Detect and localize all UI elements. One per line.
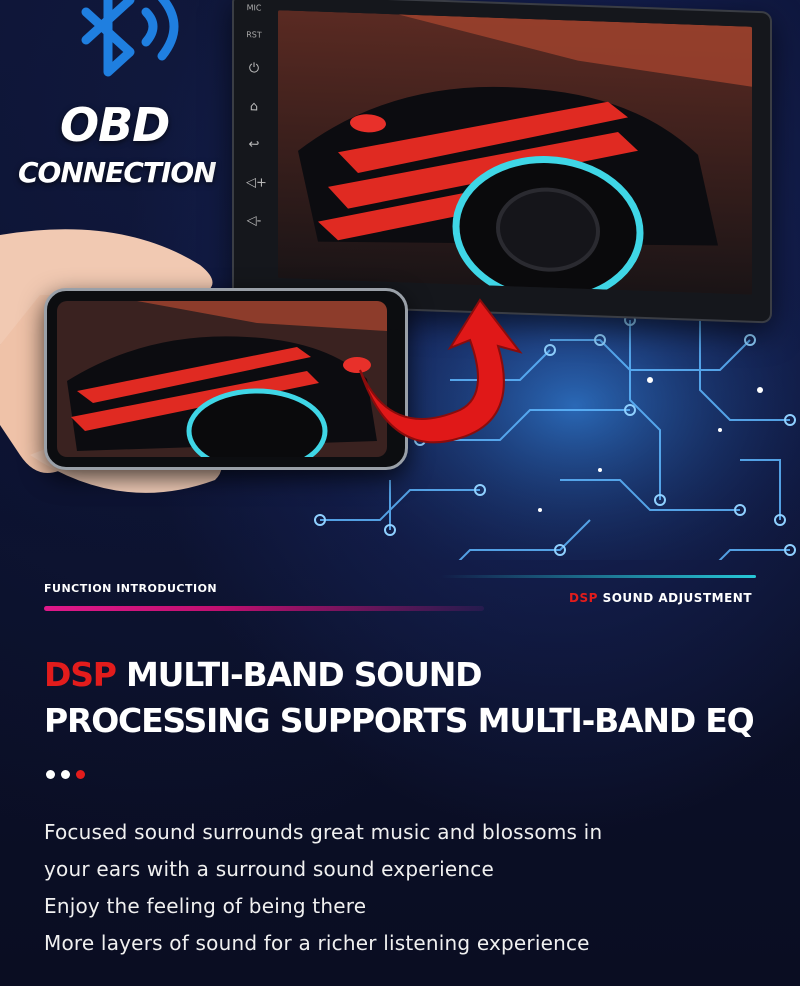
phone-car-image xyxy=(57,301,387,457)
carousel-dot[interactable] xyxy=(76,770,85,779)
bluetooth-icon xyxy=(81,0,179,77)
obd-subtitle: CONNECTION xyxy=(18,156,217,189)
headline-line-2: PROCESSING SUPPORTS MULTI-BAND EQ xyxy=(44,701,755,740)
description-line: Focused sound surrounds great music and … xyxy=(44,820,603,844)
phone-screen xyxy=(57,301,387,457)
power-icon[interactable]: ⏻ xyxy=(248,61,260,77)
description-line: Enjoy the feeling of being there xyxy=(44,894,367,918)
back-icon[interactable]: ↩ xyxy=(248,137,260,153)
headline: DSP MULTI-BAND SOUND PROCESSING SUPPORTS… xyxy=(44,652,755,744)
car-image xyxy=(278,10,752,295)
description-text: Focused sound surrounds great music and … xyxy=(44,814,602,962)
sound-adjustment-tag: DSP SOUND ADJUSTMENT xyxy=(569,591,752,605)
volume-down-icon[interactable]: ◁- xyxy=(246,213,262,229)
smartphone xyxy=(44,288,408,470)
headline-dsp: DSP xyxy=(44,655,117,694)
obd-title: OBD xyxy=(60,98,170,152)
headline-line-1: DSP MULTI-BAND SOUND xyxy=(44,652,754,698)
volume-up-icon[interactable]: ◁+ xyxy=(246,175,267,191)
sound-tag-rest: SOUND ADJUSTMENT xyxy=(602,591,752,605)
head-unit-controls: MIC RST ⏻ ⌂ ↩ ◁+ ◁- xyxy=(234,0,274,304)
description-line: More layers of sound for a richer listen… xyxy=(44,931,590,955)
function-introduction-label: FUNCTION INTRODUCTION xyxy=(44,582,218,595)
phone-notch xyxy=(387,329,401,419)
headline-line1-rest: MULTI-BAND SOUND xyxy=(126,655,483,694)
home-icon[interactable]: ⌂ xyxy=(249,99,259,115)
pink-accent-line xyxy=(44,606,484,611)
rst-label: RST xyxy=(246,30,262,40)
carousel-dots xyxy=(46,770,85,779)
hero-section: OBD CONNECTION MIC RST ⏻ ⌂ ↩ ◁+ ◁- xyxy=(0,0,800,560)
carousel-dot[interactable] xyxy=(61,770,70,779)
mic-label: MIC xyxy=(246,3,262,13)
head-unit: MIC RST ⏻ ⌂ ↩ ◁+ ◁- xyxy=(232,0,772,324)
curved-arrow-icon xyxy=(359,298,523,444)
description-line: your ears with a surround sound experien… xyxy=(44,857,494,881)
head-unit-screen xyxy=(278,10,752,295)
cyan-accent-line xyxy=(440,575,756,578)
carousel-dot[interactable] xyxy=(46,770,55,779)
sound-tag-dsp: DSP xyxy=(568,591,598,605)
